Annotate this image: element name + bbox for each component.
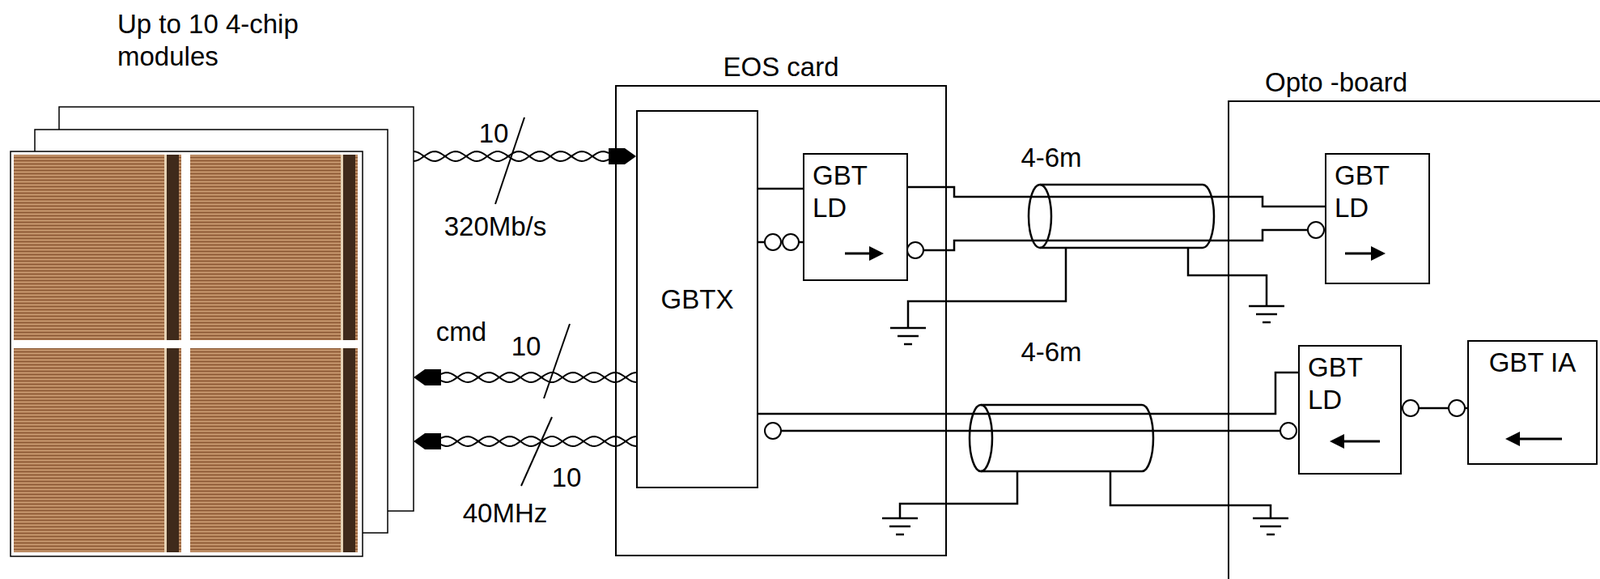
ground-wire [908, 247, 1066, 328]
bus-slash [543, 323, 570, 399]
edge-group [413, 369, 637, 386]
chip-bar [166, 154, 179, 340]
signal-wire [758, 372, 1299, 414]
ground-bar [890, 326, 926, 330]
ground-bar [895, 533, 904, 536]
direction-arrows [844, 246, 1562, 449]
connector-circle [907, 241, 924, 259]
arrow-head [1329, 433, 1345, 449]
wire [780, 429, 1281, 433]
ground-bar [889, 525, 911, 528]
connector-circle [1402, 399, 1419, 416]
laser-driver-box: GBT LD [1324, 152, 1431, 285]
arrow-head [608, 148, 637, 165]
arrow-head [413, 432, 442, 450]
chip-edge [340, 348, 344, 552]
ground-wire [899, 471, 1018, 518]
chip [13, 348, 182, 552]
chip-edge [164, 154, 167, 340]
node-label: GBTX [661, 283, 735, 316]
arrow-shaft [1518, 437, 1562, 441]
ground-bar [1256, 313, 1278, 316]
chip-bar [343, 348, 356, 552]
module-stack-drawing [10, 106, 414, 556]
ground-bar [1252, 517, 1289, 520]
arrow-shaft [844, 252, 871, 255]
ground-bar [882, 517, 918, 520]
ground-bar [1248, 305, 1285, 308]
node-label: GBT IA [1489, 346, 1577, 379]
node-label: GBT LD [812, 159, 899, 224]
node-heading: EOS card [616, 50, 946, 84]
amplifier-box: GBT IA [1467, 339, 1598, 465]
eos-card: EOS cardGBTXGBT LD [615, 84, 947, 556]
ground-wire [1110, 471, 1271, 518]
node-heading: Opto -board [1264, 66, 1408, 99]
bus-slash [521, 416, 552, 486]
signal-wire [908, 186, 1325, 207]
twisted-pair-link [441, 436, 637, 446]
bus-width: 10 [509, 330, 544, 363]
ground-bar [1266, 533, 1275, 536]
ground-bar [1260, 525, 1282, 528]
node-label: GBT LD [1307, 351, 1393, 416]
laser-driver-box: GBT LD [802, 152, 909, 281]
chip-bar [166, 348, 179, 552]
connector-circle [764, 233, 781, 251]
arrow-shaft [1345, 252, 1373, 255]
connector-circle [782, 233, 799, 251]
module-stack: Up to 10 4-chip modules [10, 106, 414, 556]
chip-edge [164, 348, 167, 552]
connector-circles [764, 221, 1465, 439]
edge-group [413, 148, 637, 165]
data-rate: 320Mb/s [442, 210, 549, 243]
node-label: GBT LD [1334, 159, 1421, 224]
arrow-shaft [1342, 440, 1380, 443]
cable-length: 4-6m [1018, 141, 1083, 175]
twisted-strand [441, 436, 637, 446]
ground-bar [903, 343, 913, 346]
laser-driver-box: GBT LD [1298, 344, 1402, 475]
connector-circle [1307, 221, 1325, 238]
gbtx-chip: GBTX [636, 110, 759, 489]
module-sheet [10, 151, 363, 556]
cable-end [969, 404, 993, 472]
arrow-head [869, 246, 884, 261]
edge-group [413, 432, 637, 450]
wiring [758, 184, 1308, 518]
clock-frequency: 40MHz [461, 496, 550, 530]
arrow-head [1505, 431, 1520, 446]
arrow-head [1370, 246, 1386, 261]
connector-circle [764, 422, 781, 439]
node-heading: Up to 10 4-chip modules [117, 8, 302, 73]
wire [758, 241, 765, 244]
connector-circle [1448, 399, 1465, 416]
chip [190, 348, 358, 552]
edge-group [758, 372, 1299, 414]
twisted-strand [441, 372, 637, 382]
connector-circle [1280, 422, 1297, 439]
chip-edge [340, 154, 344, 340]
cable-end [1028, 184, 1052, 248]
arrow-head [413, 369, 442, 386]
twisted-pair-link [441, 372, 637, 382]
signal-name: cmd [434, 315, 489, 349]
edge-group [908, 186, 1325, 207]
cable-body [1039, 184, 1214, 248]
opto-board: Opto -boardGBT LDGBT LDGBT IA [1227, 100, 1600, 579]
cable-length: 4-6m [1018, 335, 1083, 369]
edge-group [758, 188, 803, 190]
chip-images [13, 154, 358, 552]
chip-bar [343, 154, 356, 340]
ground-bar [1262, 321, 1271, 324]
chip [190, 154, 358, 340]
cable-body [980, 404, 1154, 472]
bus-width: 10 [550, 461, 584, 494]
bus-width: 10 [477, 117, 511, 150]
ground-bar [897, 335, 919, 338]
chip [13, 154, 182, 340]
bus-slashes [495, 117, 570, 486]
signal-wire [758, 187, 803, 191]
